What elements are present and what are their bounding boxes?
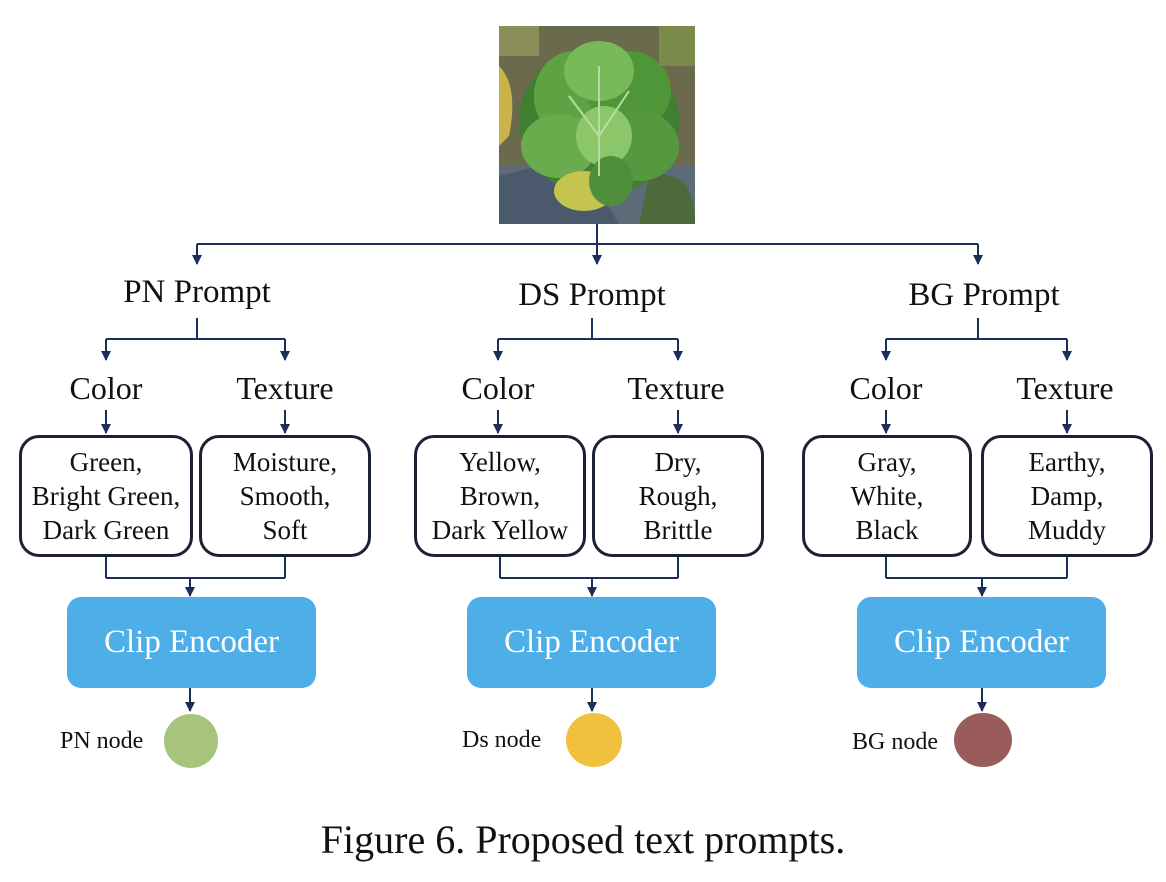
bg-texture-label: Texture — [1016, 370, 1114, 406]
pn-clip-encoder: Clip Encoder — [67, 597, 316, 688]
ds-clip-encoder: Clip Encoder — [467, 597, 716, 688]
ds-color-label: Color — [461, 370, 535, 406]
pn-color-line-3: Dark Green — [42, 515, 170, 545]
bg-prompt-label: BG Prompt — [908, 277, 1060, 313]
bg-clip-encoder: Clip Encoder — [857, 597, 1106, 688]
pn-color-box: Green, Bright Green, Dark Green — [19, 435, 193, 557]
pn-texture-box: Moisture, Smooth, Soft — [199, 435, 371, 557]
bg-color-box: Gray, White, Black — [802, 435, 972, 557]
plant-photo — [499, 26, 695, 224]
ds-prompt-label: DS Prompt — [518, 277, 666, 313]
ds-texture-line-2: Rough, — [638, 481, 718, 511]
bg-color-label: Color — [849, 370, 923, 406]
figure-caption: Figure 6. Proposed text prompts. — [320, 817, 846, 862]
ds-node-dot — [566, 713, 622, 767]
ds-color-line-1: Yellow, — [459, 447, 541, 477]
bg-node-dot — [954, 713, 1012, 767]
pn-color-line-2: Bright Green, — [31, 481, 181, 511]
ds-color-box: Yellow, Brown, Dark Yellow — [414, 435, 586, 557]
pn-color-line-1: Green, — [69, 447, 143, 477]
bg-color-line-3: Black — [855, 515, 919, 545]
ds-node-label: Ds node — [462, 727, 542, 753]
pn-prompt-label: PN Prompt — [123, 274, 271, 310]
pn-node-dot — [164, 714, 218, 768]
bg-texture-box: Earthy, Damp, Muddy — [981, 435, 1153, 557]
ds-texture-line-3: Brittle — [643, 515, 713, 545]
pn-color-label: Color — [69, 370, 143, 406]
pn-texture-label: Texture — [236, 370, 334, 406]
bg-texture-line-2: Damp, — [1030, 481, 1104, 511]
pn-node-label: PN node — [60, 728, 144, 754]
pn-texture-line-2: Smooth, — [239, 481, 331, 511]
ds-color-line-3: Dark Yellow — [431, 515, 569, 545]
bg-color-line-2: White, — [850, 481, 924, 511]
pn-texture-line-1: Moisture, — [232, 447, 338, 477]
pn-texture-line-3: Soft — [262, 515, 308, 545]
bg-texture-line-1: Earthy, — [1028, 447, 1106, 477]
ds-texture-line-1: Dry, — [654, 447, 702, 477]
ds-texture-box: Dry, Rough, Brittle — [592, 435, 764, 557]
bg-texture-line-3: Muddy — [1027, 515, 1106, 545]
ds-texture-label: Texture — [627, 370, 725, 406]
bg-color-line-1: Gray, — [857, 447, 917, 477]
bg-node-label: BG node — [852, 729, 938, 755]
ds-color-line-2: Brown, — [459, 481, 541, 511]
